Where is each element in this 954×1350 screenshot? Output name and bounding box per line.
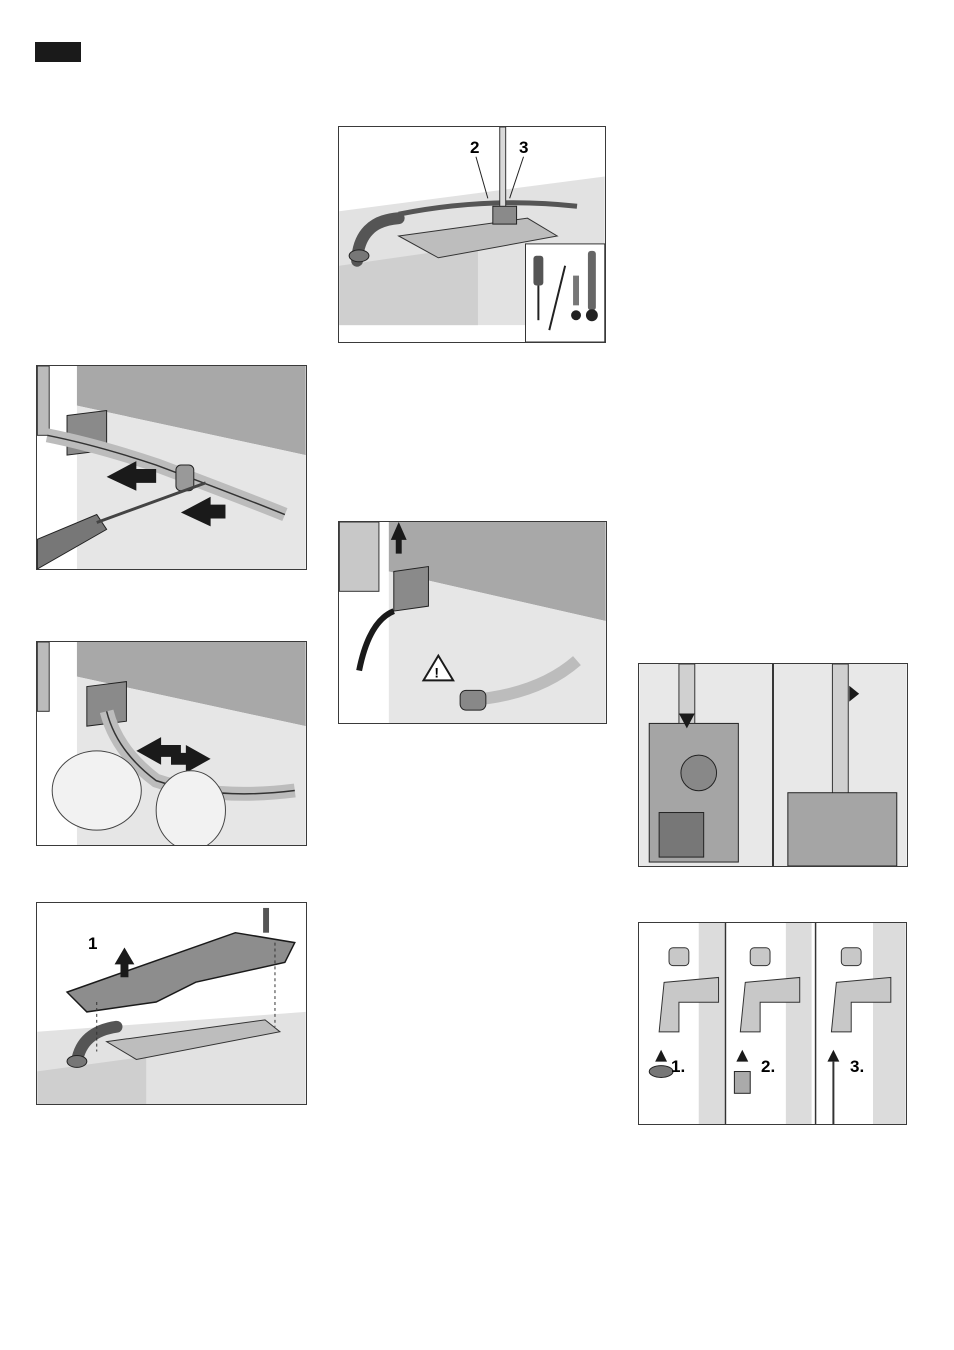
figure-clamp-release [36,365,307,570]
step-1-label: 1. [671,1058,685,1075]
figure-remove-cover [36,902,307,1105]
callout-1: 1 [88,935,97,952]
figure-valve-connection [638,663,908,867]
figure-clamp-release-drawing [37,366,306,569]
svg-text:!: ! [434,664,439,680]
figure-tap-fittings-drawing [639,923,906,1124]
figure-tap-fittings [638,922,907,1125]
step-2-label: 2. [761,1058,775,1075]
figure-screw-removal [338,126,606,343]
figure-screw-removal-drawing [339,127,605,342]
callout-3: 3 [519,139,528,156]
section-tab-marker [35,42,81,62]
step-3-label: 3. [850,1058,864,1075]
figure-disconnect-hose [36,641,307,846]
callout-2: 2 [470,139,479,156]
figure-lift-hose: ! [338,521,607,724]
figure-lift-hose-drawing: ! [339,522,606,723]
figure-remove-cover-drawing [37,903,306,1104]
figure-valve-connection-drawing [639,664,907,866]
figure-disconnect-hose-drawing [37,642,306,845]
